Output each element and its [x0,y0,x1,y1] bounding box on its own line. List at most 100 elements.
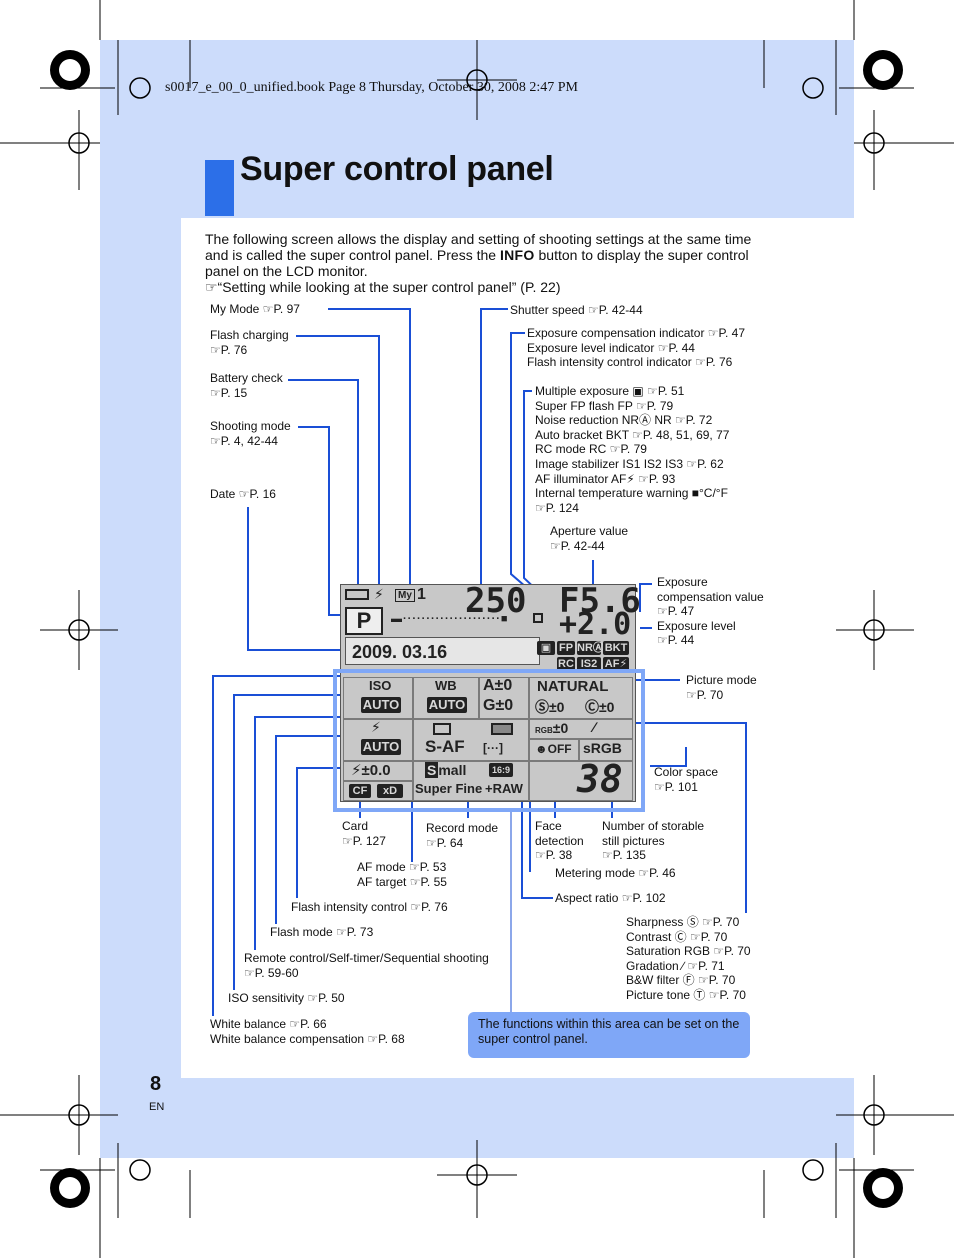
contrast-text: Contrast Ⓒ ☞P. 70 [626,929,728,944]
rgb-icon: RGB [535,726,553,735]
picture-mode-cell[interactable] [529,677,633,719]
label-battery-check: Battery check☞P. 15 [210,371,283,400]
face-detect-value: ☻OFF [535,742,572,756]
intro-line-2: and is called the super control panel. P… [205,247,775,263]
label-exp-comp-value: Exposure compensation value ☞P. 47 Expos… [657,575,764,648]
internal-temp-ref[interactable]: ☞P. 124 [535,500,579,515]
flash-mode-icon: ⚡ [371,719,381,735]
label-shooting-mode: Shooting mode☞P. 4, 42-44 [210,419,291,448]
intro-line-2a: and is called the super control panel. P… [205,247,500,263]
sharpness-text: Sharpness Ⓢ ☞P. 70 [626,915,740,929]
color-space-cell[interactable] [579,739,633,761]
exp-level-ref[interactable]: ☞P. 44 [657,633,695,648]
book-header: s0017_e_00_0_unified.book Page 8 Thursda… [165,80,578,95]
saturation-text: Saturation RGB ☞P. 70 [626,944,751,959]
wb-cell[interactable] [413,677,479,719]
internal-temp-text: Internal temperature warning ■°C/°F [535,486,728,501]
wb-auto-badge: AUTO [427,697,467,713]
lcd-screen: ⚡ My 1 250 F5.6 P ▬·····················… [340,581,641,802]
page-language: EN [149,1101,165,1113]
nra-badge: NRⒶ [577,641,604,655]
bw-filter-text: B&W filter Ⓕ ☞P. 70 [626,973,736,988]
wb-comp-g: G±0 [483,697,514,714]
aperture-text: Aperture value [550,524,629,538]
page-band-left [100,218,181,1158]
remote-ref[interactable]: ☞P. 59-60 [244,965,299,980]
iso-cell[interactable] [343,677,413,719]
sharpness-value: Ⓢ±0 [535,699,565,715]
label-status-icons: Multiple exposure ▣ ☞P. 51 Super FP flas… [535,384,729,515]
page-title: Super control panel [240,150,554,188]
flash-intensity-cell[interactable] [343,761,413,781]
face-ref[interactable]: ☞P. 38 [535,848,573,863]
info-button-label: INFO [499,247,535,263]
af-target-icon: [···] [483,741,503,755]
storable-text-1: Number of storable [602,819,705,833]
picture-adjust-cell[interactable] [529,719,633,739]
aperture-ref[interactable]: ☞P. 42-44 [550,538,605,553]
exp-comp-value-text-2: compensation value [657,589,764,604]
intro-ref-link[interactable]: ☞“Setting while looking at the super con… [205,279,561,295]
record-mode-cell[interactable] [413,761,529,801]
title-accent-block [205,160,234,216]
battery-check-ref[interactable]: ☞P. 15 [210,385,248,400]
saturation-value: RGB±0 [535,720,568,736]
card-text: Card [342,819,369,833]
label-date: Date ☞P. 16 [210,487,276,501]
record-mode-text: Record mode [426,821,499,835]
xd-badge: xD [377,784,403,798]
image-stabilizer-text: Image stabilizer IS1 IS2 IS3 ☞P. 62 [535,456,724,471]
card-cell [343,781,413,801]
label-my-mode: My Mode ☞P. 97 [210,302,300,316]
label-aperture: Aperture value☞P. 42-44 [550,524,628,553]
intro-text: The following screen allows the display … [205,231,775,295]
super-control-note: The functions within this area can be se… [468,1012,750,1058]
face-detect-cell[interactable] [529,739,579,761]
af-mode-text: AF mode ☞P. 53 [357,860,447,874]
af-target-text: AF target ☞P. 55 [357,874,447,889]
label-color-space: Color space☞P. 101 [654,765,718,794]
label-shutter-speed: Shutter speed ☞P. 42-44 [510,303,643,317]
super-control-area-highlight [333,669,645,812]
exp-comp-value-text-1: Exposure [657,575,708,589]
wb-comp-cell[interactable] [479,677,529,719]
color-space-text: Color space [654,765,719,779]
flash-charging-ref[interactable]: ☞P. 76 [210,342,248,357]
iso-label: ISO [369,678,392,693]
af-illuminator-badge: AF⚡ [603,657,629,671]
wb-text: White balance ☞P. 66 [210,1017,327,1031]
flash-intensity-value: ⚡±0.0 [351,762,391,779]
picture-mode-ref[interactable]: ☞P. 70 [686,687,724,702]
shooting-mode-ref[interactable]: ☞P. 4, 42-44 [210,433,278,448]
label-iso: ISO sensitivity ☞P. 50 [228,991,345,1005]
label-flash-intensity: Flash intensity control ☞P. 76 [291,900,448,914]
noise-reduction-text: Noise reduction NRⒶ NR ☞P. 72 [535,413,713,428]
exp-comp-value-ref[interactable]: ☞P. 47 [657,604,695,619]
drive-cell[interactable] [413,719,529,761]
label-record-mode: Record mode☞P. 64 [426,821,498,850]
flash-auto-badge: AUTO [361,739,401,755]
exp-level-indicator-text: Exposure level indicator ☞P. 44 [527,340,695,355]
label-remote: Remote control/Self-timer/Sequential sho… [244,951,489,980]
shooting-mode-text: Shooting mode [210,419,291,433]
af-illuminator-text: AF illuminator AF⚡ ☞P. 93 [535,471,676,486]
card-ref[interactable]: ☞P. 127 [342,833,386,848]
exp-level-text: Exposure level [657,618,736,633]
wb-comp-a: A±0 [483,677,513,694]
label-aspect: Aspect ratio ☞P. 102 [555,891,666,905]
remote-text: Remote control/Self-timer/Sequential sho… [244,951,489,965]
raw-value: +RAW [485,781,523,796]
rc-mode-text: RC mode RC ☞P. 79 [535,442,647,457]
picture-mode-text: Picture mode [686,673,757,687]
aspect-ratio-badge: 16:9 [489,763,513,777]
record-mode-ref[interactable]: ☞P. 64 [426,835,464,850]
label-picture-mode: Picture mode☞P. 70 [686,673,757,702]
picture-tone-text: Picture tone Ⓣ ☞P. 70 [626,987,746,1002]
iso-auto-badge: AUTO [361,697,401,713]
storable-ref[interactable]: ☞P. 135 [602,848,646,863]
flash-mode-cell[interactable] [343,719,413,761]
label-exposure-indicators: Exposure compensation indicator ☞P. 47 E… [527,326,745,370]
color-space-ref[interactable]: ☞P. 101 [654,779,698,794]
